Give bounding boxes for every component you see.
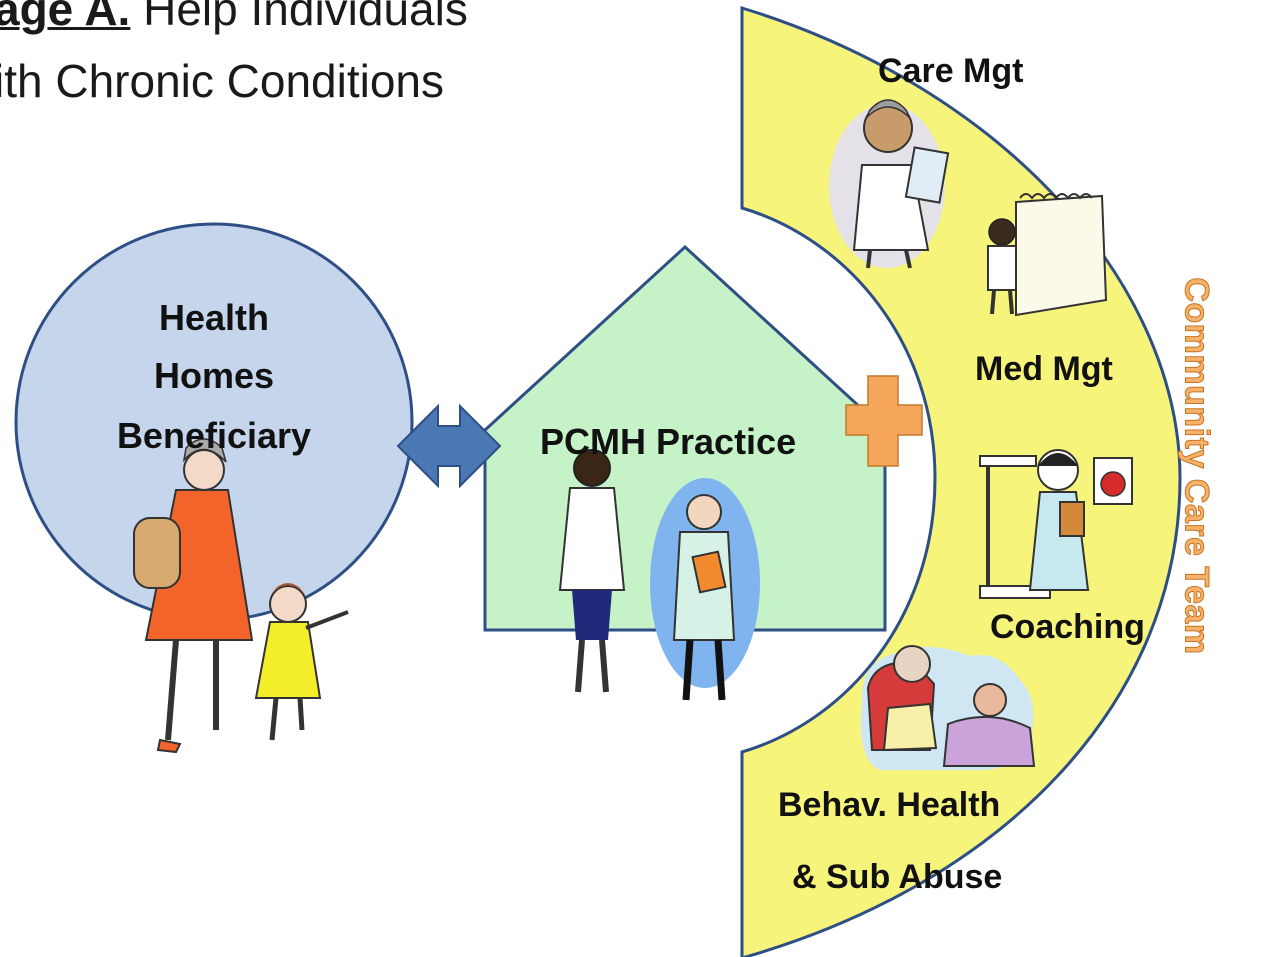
double-arrow-icon: [396, 403, 502, 489]
pcmh-practice-label: PCMH Practice: [540, 421, 797, 462]
behavioral-health-label-line1: Behav. Health: [778, 786, 1001, 824]
page-title-rest: Help Individuals: [130, 0, 468, 35]
behavioral-health-label-line2: & Sub Abuse: [792, 858, 1003, 896]
coaching-label: Coaching: [990, 608, 1145, 646]
page-title-line2: ith Chronic Conditions: [0, 55, 445, 107]
page-title-stage: age A.: [0, 0, 131, 35]
med-mgt-label: Med Mgt: [975, 350, 1113, 388]
coach-figure-icon: [979, 449, 1133, 599]
community-care-team-label: Community Care Team: [1176, 236, 1216, 696]
plus-icon: [845, 375, 923, 467]
beneficiary-label-line3: Beneficiary: [116, 415, 312, 456]
behavioral-health-scene-icon: [860, 645, 1036, 770]
care-manager-figure-icon: [829, 99, 950, 269]
beneficiary-label-line1: Health: [158, 297, 270, 338]
community-care-team-text: Community Care Team: [1177, 277, 1216, 655]
mother-child-figure-icon: [133, 438, 349, 754]
beneficiary-label-line2: Homes: [153, 355, 275, 396]
page-title-line1: age A. Help Individuals: [0, 0, 468, 32]
rx-notepad-icon: [987, 193, 1108, 317]
care-mgt-label: Care Mgt: [878, 52, 1024, 90]
doctors-figure-icon: [558, 449, 760, 701]
